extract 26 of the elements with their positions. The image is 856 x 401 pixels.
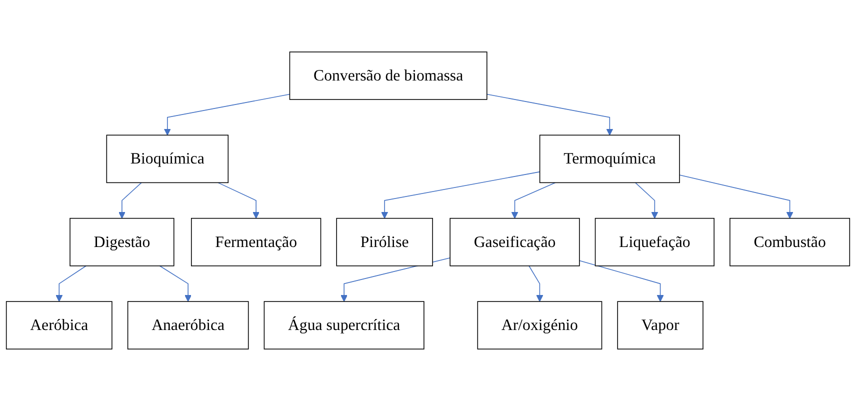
node-box: Fermentação [191,218,322,266]
node-box: Aeróbica [6,301,112,350]
node-box: Vapor [617,301,704,350]
node-box: Gaseificação [450,218,580,266]
arrow [579,260,664,302]
node-box: Termoquímica [539,134,680,184]
node-box: Combustão [730,218,850,266]
node-box: Pirólise [336,218,433,266]
arrow [381,171,540,219]
arrow [56,265,86,302]
node-box: Liquefação [594,218,714,266]
arrow [528,265,544,302]
arrow [118,182,142,219]
node-box: Digestão [70,218,174,266]
arrow [635,182,658,219]
node-box: Bioquímica [106,134,229,184]
node-box: Anaeróbica [127,301,249,350]
arrow [486,94,614,136]
node-box: Água supercrítica [264,301,424,350]
arrow [164,94,290,136]
arrow [679,174,794,219]
node-box: Conversão de biomassa [289,52,488,100]
arrow [218,182,260,219]
arrow [159,265,192,302]
node-box: Ar/oxigénio [477,301,602,350]
arrow [511,182,556,219]
